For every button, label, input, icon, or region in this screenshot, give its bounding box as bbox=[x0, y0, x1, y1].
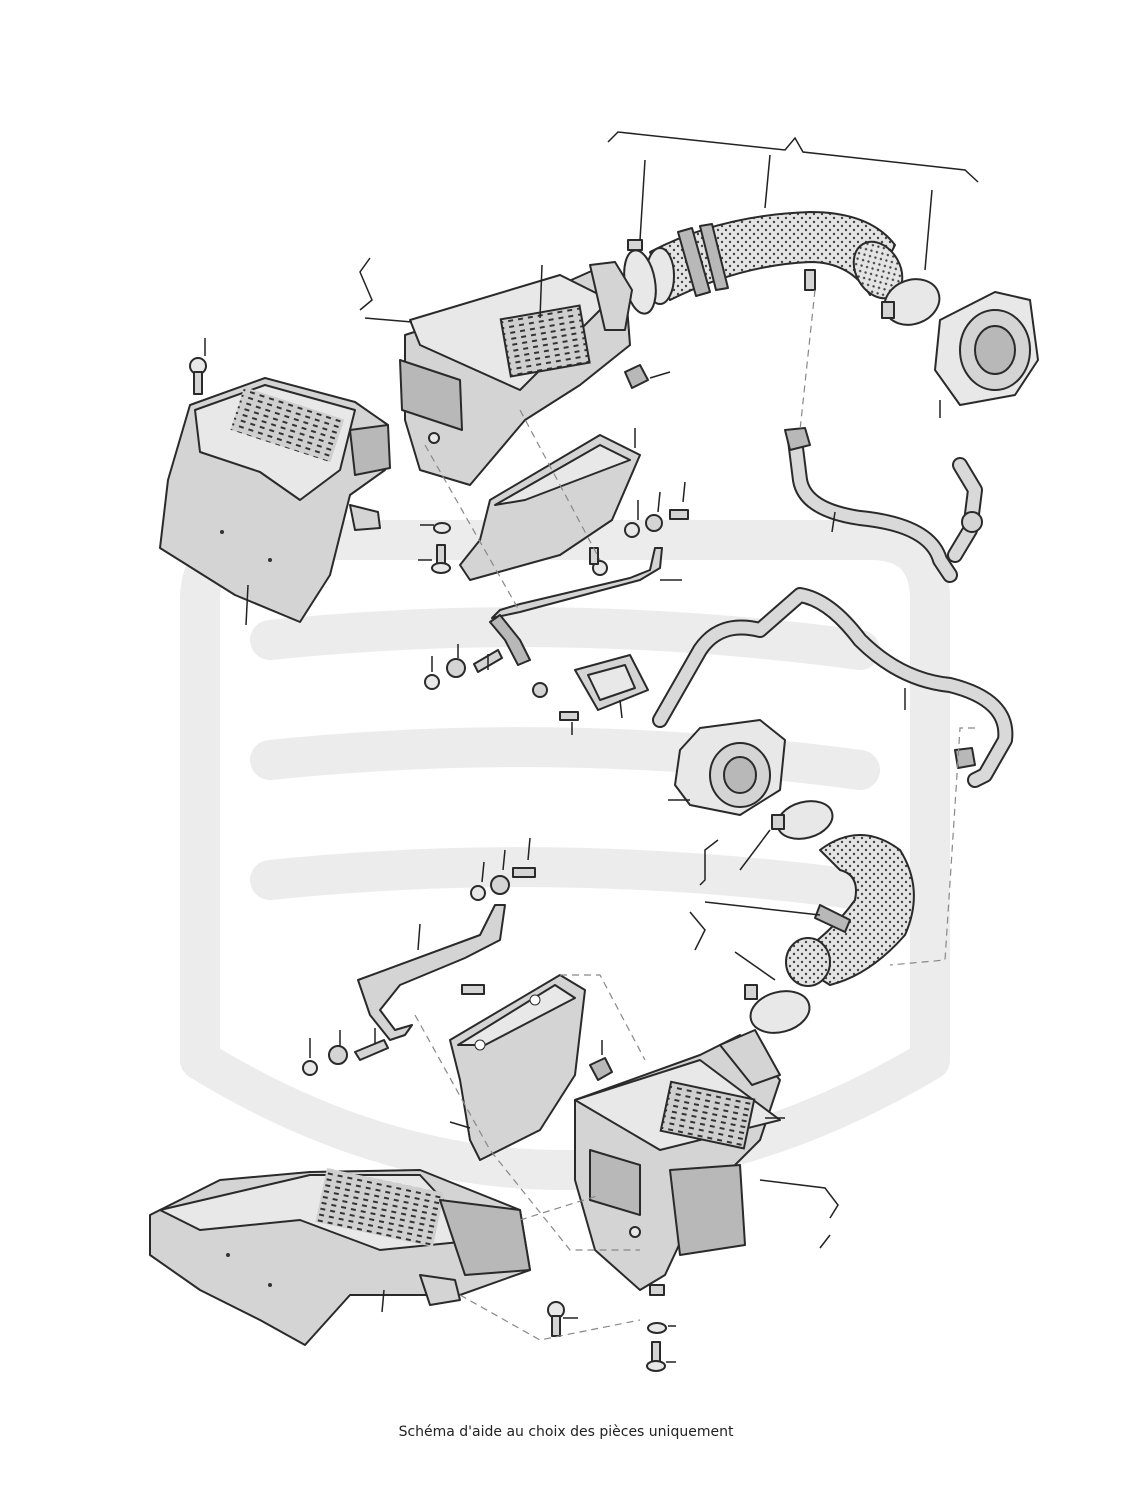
mounting-bracket-upper bbox=[489, 547, 682, 666]
air-filter-box-upper bbox=[359, 257, 633, 486]
breather-pipe-upper bbox=[784, 289, 983, 583]
intake-hose-upper bbox=[645, 211, 904, 305]
air-intake-duct-lower bbox=[149, 1168, 531, 1346]
retaining-clip-lower bbox=[589, 1040, 613, 1081]
throttle-body-lower bbox=[668, 719, 786, 816]
hose-clamp-upper-right bbox=[881, 189, 941, 326]
screw-upper-left bbox=[189, 338, 207, 395]
intake-hose-lower bbox=[689, 834, 915, 987]
air-filter-box-lower bbox=[574, 1029, 839, 1296]
fasteners-middle-left bbox=[424, 644, 503, 690]
hose-clamp-lower-top bbox=[739, 800, 834, 871]
fasteners-upper-left bbox=[418, 522, 451, 574]
air-intake-duct-upper bbox=[159, 377, 391, 626]
fasteners-lower-left bbox=[302, 1028, 389, 1076]
assembly-guide-lines bbox=[414, 409, 646, 1341]
heat-shield-lower bbox=[449, 974, 586, 1161]
breather-pipe-long bbox=[652, 587, 1014, 966]
mounting-bracket-lower bbox=[357, 904, 506, 1041]
fasteners-lower-bottom bbox=[646, 1322, 676, 1372]
heat-shield-upper bbox=[459, 428, 641, 581]
group-bracket-hose-assembly bbox=[607, 131, 979, 209]
throttle-body-upper bbox=[934, 291, 1039, 418]
diagram-caption: Schéma d'aide au choix des pièces unique… bbox=[398, 1424, 734, 1440]
fasteners-lower-upper bbox=[461, 837, 536, 995]
retaining-clip-upper bbox=[624, 364, 671, 389]
screw-lower-right bbox=[547, 1301, 578, 1337]
hose-clamp-lower-bottom bbox=[734, 951, 811, 1034]
support-bracket-middle bbox=[532, 654, 649, 735]
